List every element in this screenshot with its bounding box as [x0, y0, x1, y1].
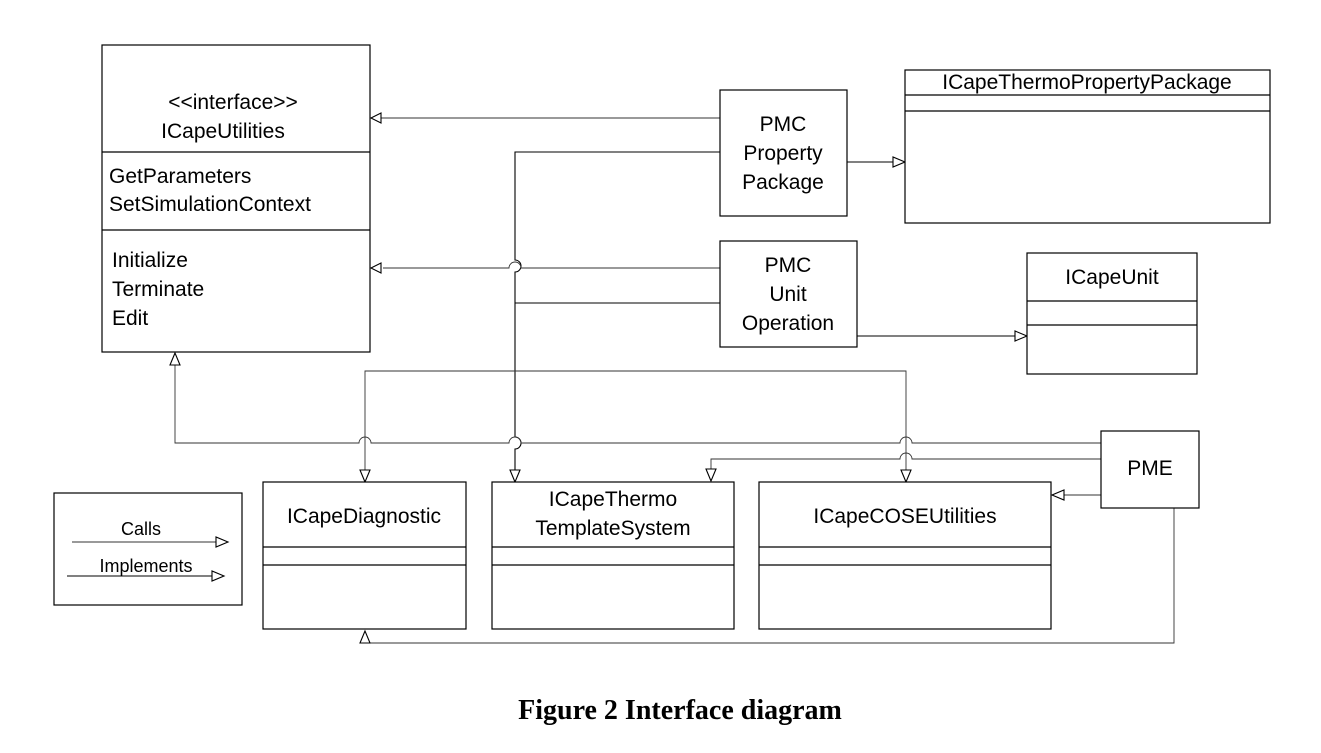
utilities-method-initialize: Initialize: [112, 249, 188, 272]
legend-calls-label: Calls: [121, 519, 161, 539]
pmc-unit-operation-line3: Operation: [742, 312, 834, 335]
legend-implements-label: Implements: [99, 556, 192, 576]
utilities-name: ICapeUtilities: [161, 120, 285, 143]
thermo-template-system-box: ICapeThermo TemplateSystem: [491, 481, 735, 630]
pmc-property-package-line3: Package: [742, 171, 824, 194]
figure-caption: Figure 2 Interface diagram: [518, 695, 842, 726]
connector-pme-to-template: [710, 452, 1101, 471]
connector-pme-to-utilities: [174, 365, 1101, 444]
cose-utilities-box: ICapeCOSEUtilities: [758, 481, 1052, 630]
arrowhead-diagnostic-bottom: [359, 629, 371, 644]
thermo-template-system-line2: TemplateSystem: [535, 517, 690, 540]
arrowhead-template-right: [705, 468, 717, 483]
arrowhead-utilities-top: [369, 112, 382, 124]
legend-calls-arrowhead: [215, 536, 230, 548]
diagnostic-box: ICapeDiagnostic: [262, 481, 467, 630]
arrowhead-utilities-mid: [369, 262, 382, 274]
connector-calls-diagnostic-cose: [364, 370, 907, 472]
utilities-method-edit: Edit: [112, 307, 148, 330]
arrowhead-cose-top: [900, 469, 912, 484]
thermo-property-package-box: ICapeThermoPropertyPackage: [904, 69, 1271, 224]
utilities-method-terminate: Terminate: [112, 278, 204, 301]
utilities-interface-box: <<interface>> ICapeUtilities GetParamete…: [101, 44, 371, 353]
arrowhead-cose-right: [1050, 489, 1065, 501]
pmc-property-package-box: PMC Property Package: [719, 89, 848, 217]
legend-box: Calls Implements: [53, 492, 243, 606]
arrowhead-utilities-bottom: [169, 351, 181, 366]
pme-box: PME: [1100, 430, 1200, 509]
arrowhead-thermo-pkg: [892, 156, 907, 168]
thermo-template-system-line1: ICapeThermo: [549, 488, 677, 511]
cose-utilities-name: ICapeCOSEUtilities: [813, 505, 996, 528]
pmc-property-package-line2: Property: [743, 142, 823, 165]
arrowhead-unit: [1014, 330, 1029, 342]
thermo-property-package-name: ICapeThermoPropertyPackage: [942, 71, 1231, 94]
pmc-unit-operation-line1: PMC: [765, 254, 812, 277]
diagnostic-name: ICapeDiagnostic: [287, 505, 441, 528]
connector-ppkg-to-template: [514, 151, 720, 472]
utilities-method-get-parameters: GetParameters: [109, 165, 251, 188]
pmc-unit-operation-box: PMC Unit Operation: [719, 240, 858, 348]
pmc-property-package-line1: PMC: [760, 113, 807, 136]
connector-unitop-to-utilities: [383, 261, 720, 269]
unit-box: ICapeUnit: [1026, 252, 1198, 375]
arrowhead-diagnostic-top: [359, 469, 371, 484]
pmc-unit-operation-line2: Unit: [769, 283, 807, 306]
utilities-method-set-simulation-context: SetSimulationContext: [109, 193, 311, 216]
arrowhead-template: [509, 469, 521, 484]
unit-name: ICapeUnit: [1065, 266, 1159, 289]
legend-implements-arrowhead: [211, 570, 226, 582]
utilities-stereotype: <<interface>>: [168, 91, 298, 114]
pme-name: PME: [1127, 457, 1173, 480]
